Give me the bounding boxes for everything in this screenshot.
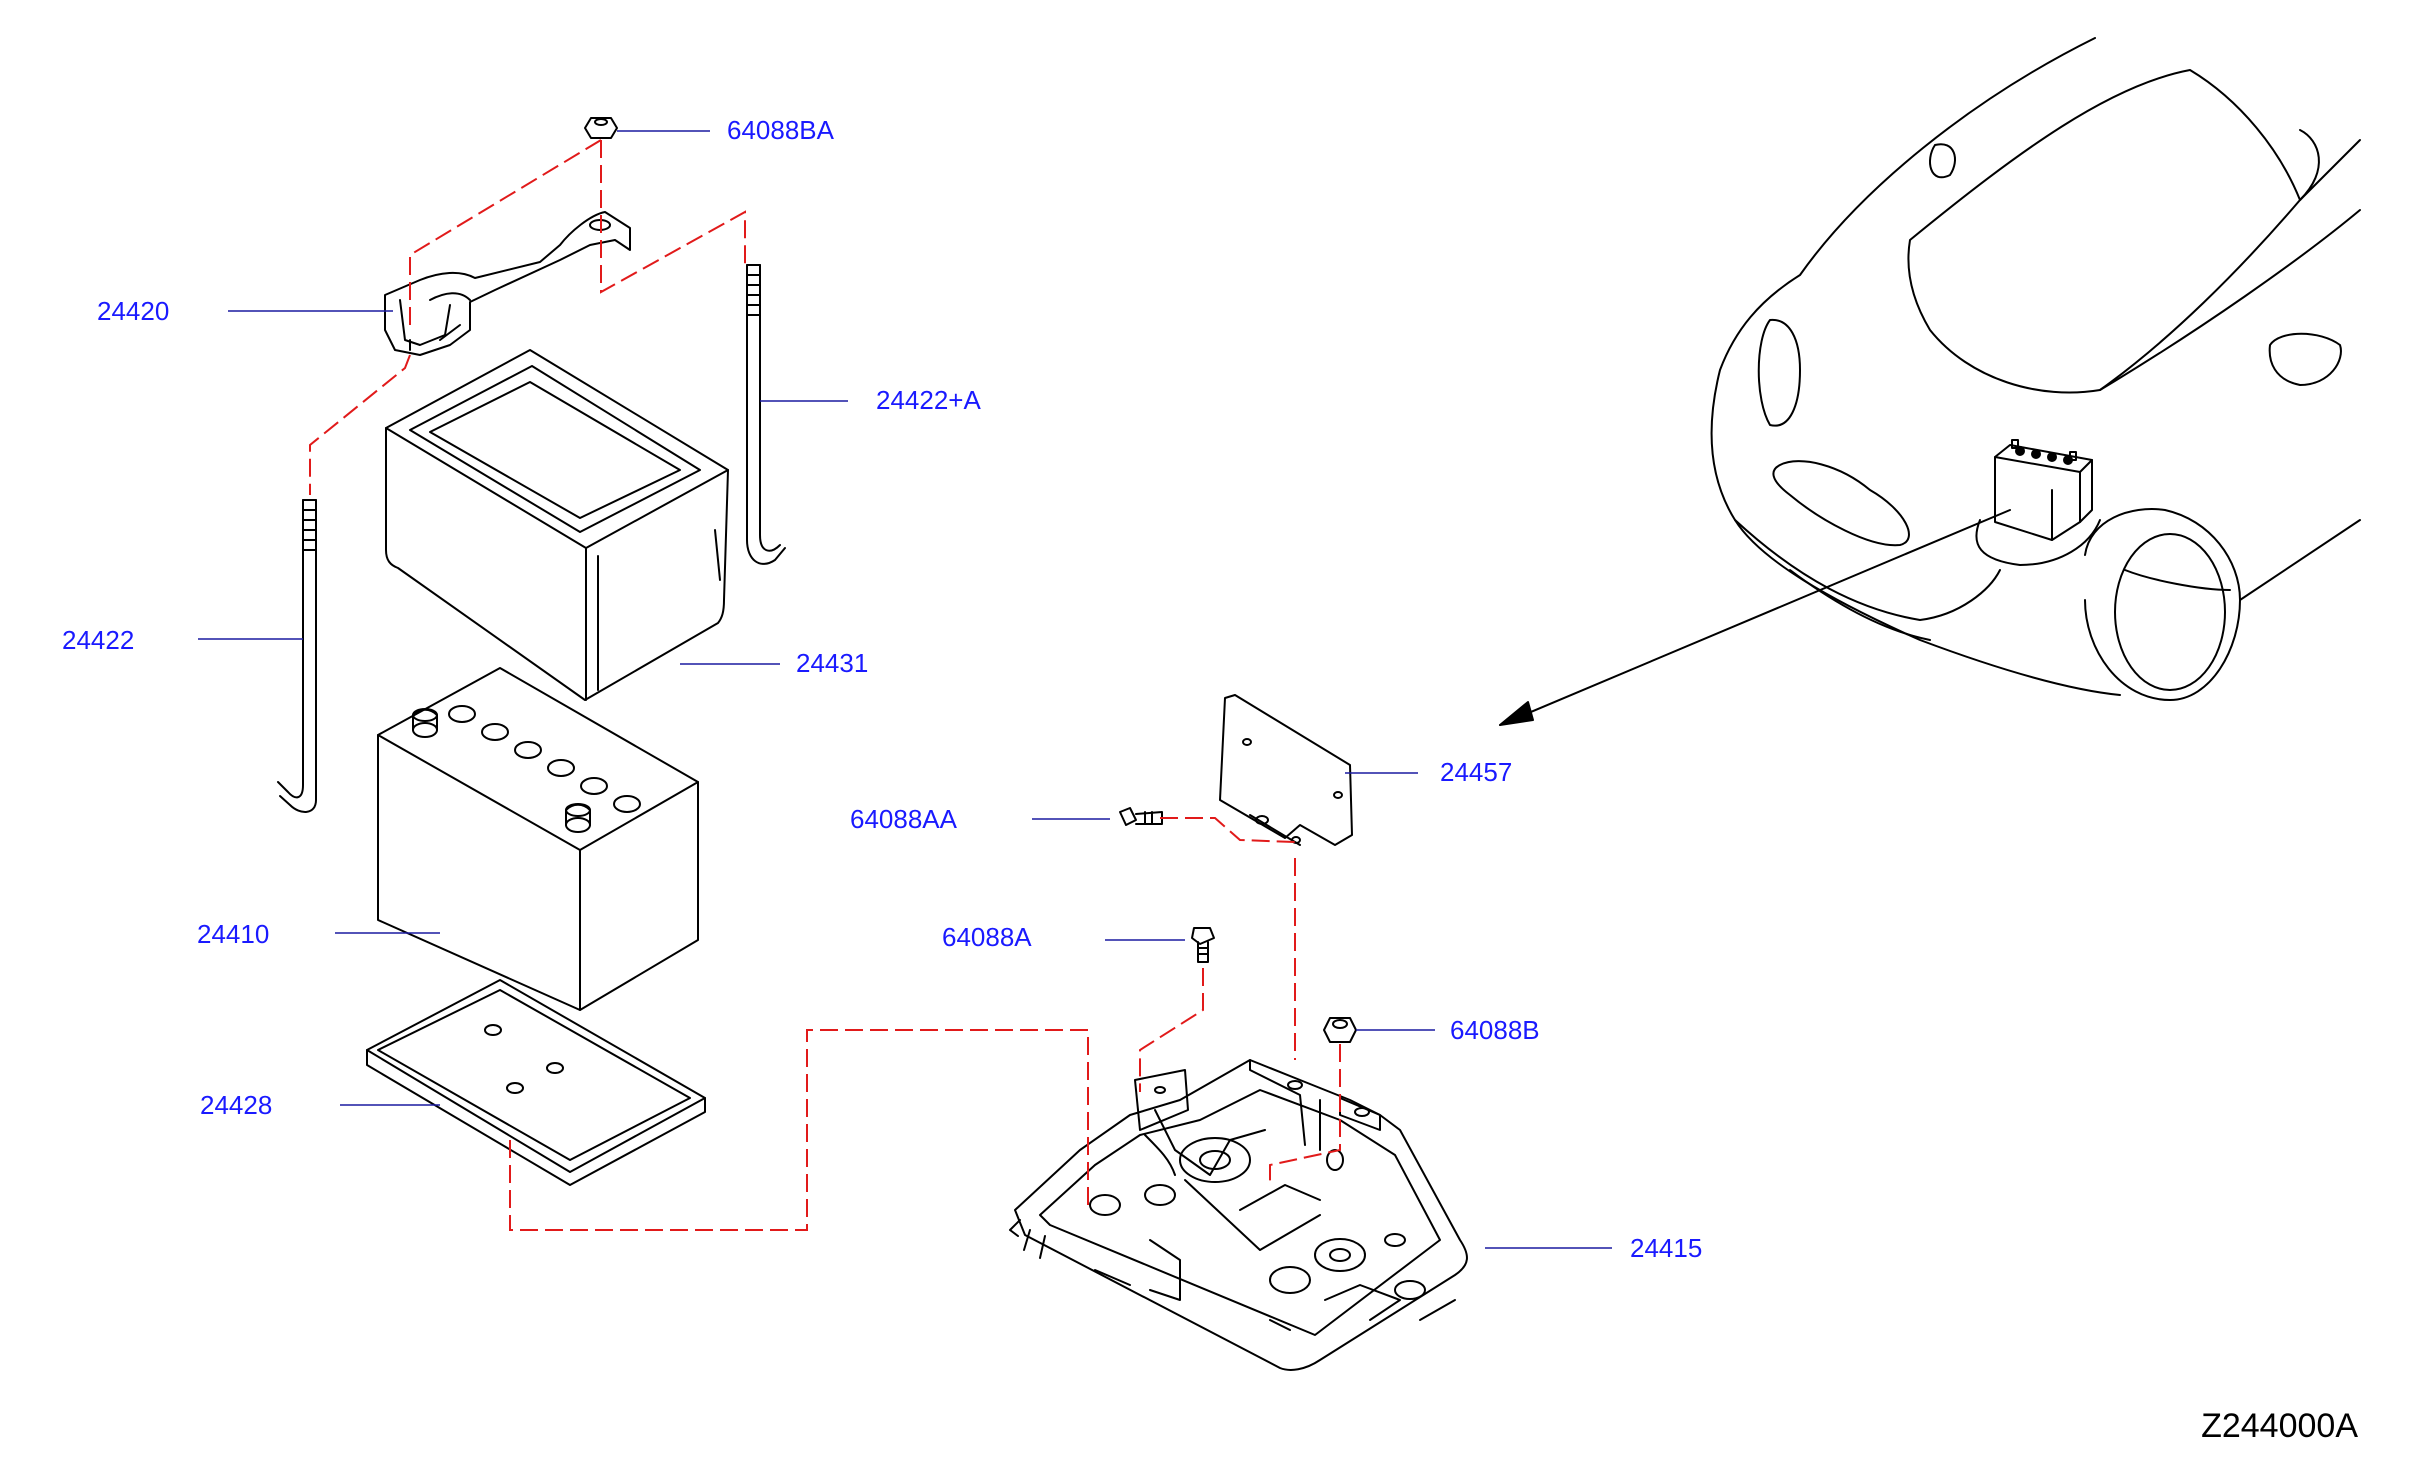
j-bolt-left <box>277 499 317 813</box>
callout-24428[interactable]: 24428 <box>200 1090 273 1120</box>
location-arrow <box>1499 509 2011 726</box>
battery <box>377 667 699 1011</box>
callout-64088aa[interactable]: 64088AA <box>850 804 957 834</box>
battery-tray <box>1009 1059 1468 1371</box>
callout-24420[interactable]: 24420 <box>97 296 170 326</box>
callout-64088b[interactable]: 64088B <box>1450 1015 1540 1045</box>
callout-24431[interactable]: 24431 <box>796 648 869 678</box>
diagram-code: Z244000A <box>2201 1407 2358 1445</box>
j-bolt-right <box>746 264 786 565</box>
callout-24415[interactable]: 24415 <box>1630 1233 1703 1263</box>
battery-tray-pad <box>366 979 706 1186</box>
bolt-64088a <box>1191 927 1215 963</box>
car-outline <box>1710 37 2361 701</box>
callout-64088ba[interactable]: 64088BA <box>727 115 834 145</box>
callout-24422[interactable]: 24422 <box>62 625 135 655</box>
mounting-plate <box>1219 694 1353 846</box>
callout-24457[interactable]: 24457 <box>1440 757 1513 787</box>
callout-64088a[interactable]: 64088A <box>942 922 1032 952</box>
bolt-64088aa <box>1119 807 1163 826</box>
battery-hold-down-bracket <box>384 211 631 356</box>
nut-64088ba <box>584 117 618 139</box>
battery-cover <box>385 349 729 701</box>
callout-24410[interactable]: 24410 <box>197 919 270 949</box>
leader-lines <box>198 130 1612 1249</box>
assembly-dashed-lines <box>309 139 1341 1231</box>
callout-24422-a[interactable]: 24422+A <box>876 385 981 415</box>
nut-64088b <box>1323 1017 1357 1043</box>
